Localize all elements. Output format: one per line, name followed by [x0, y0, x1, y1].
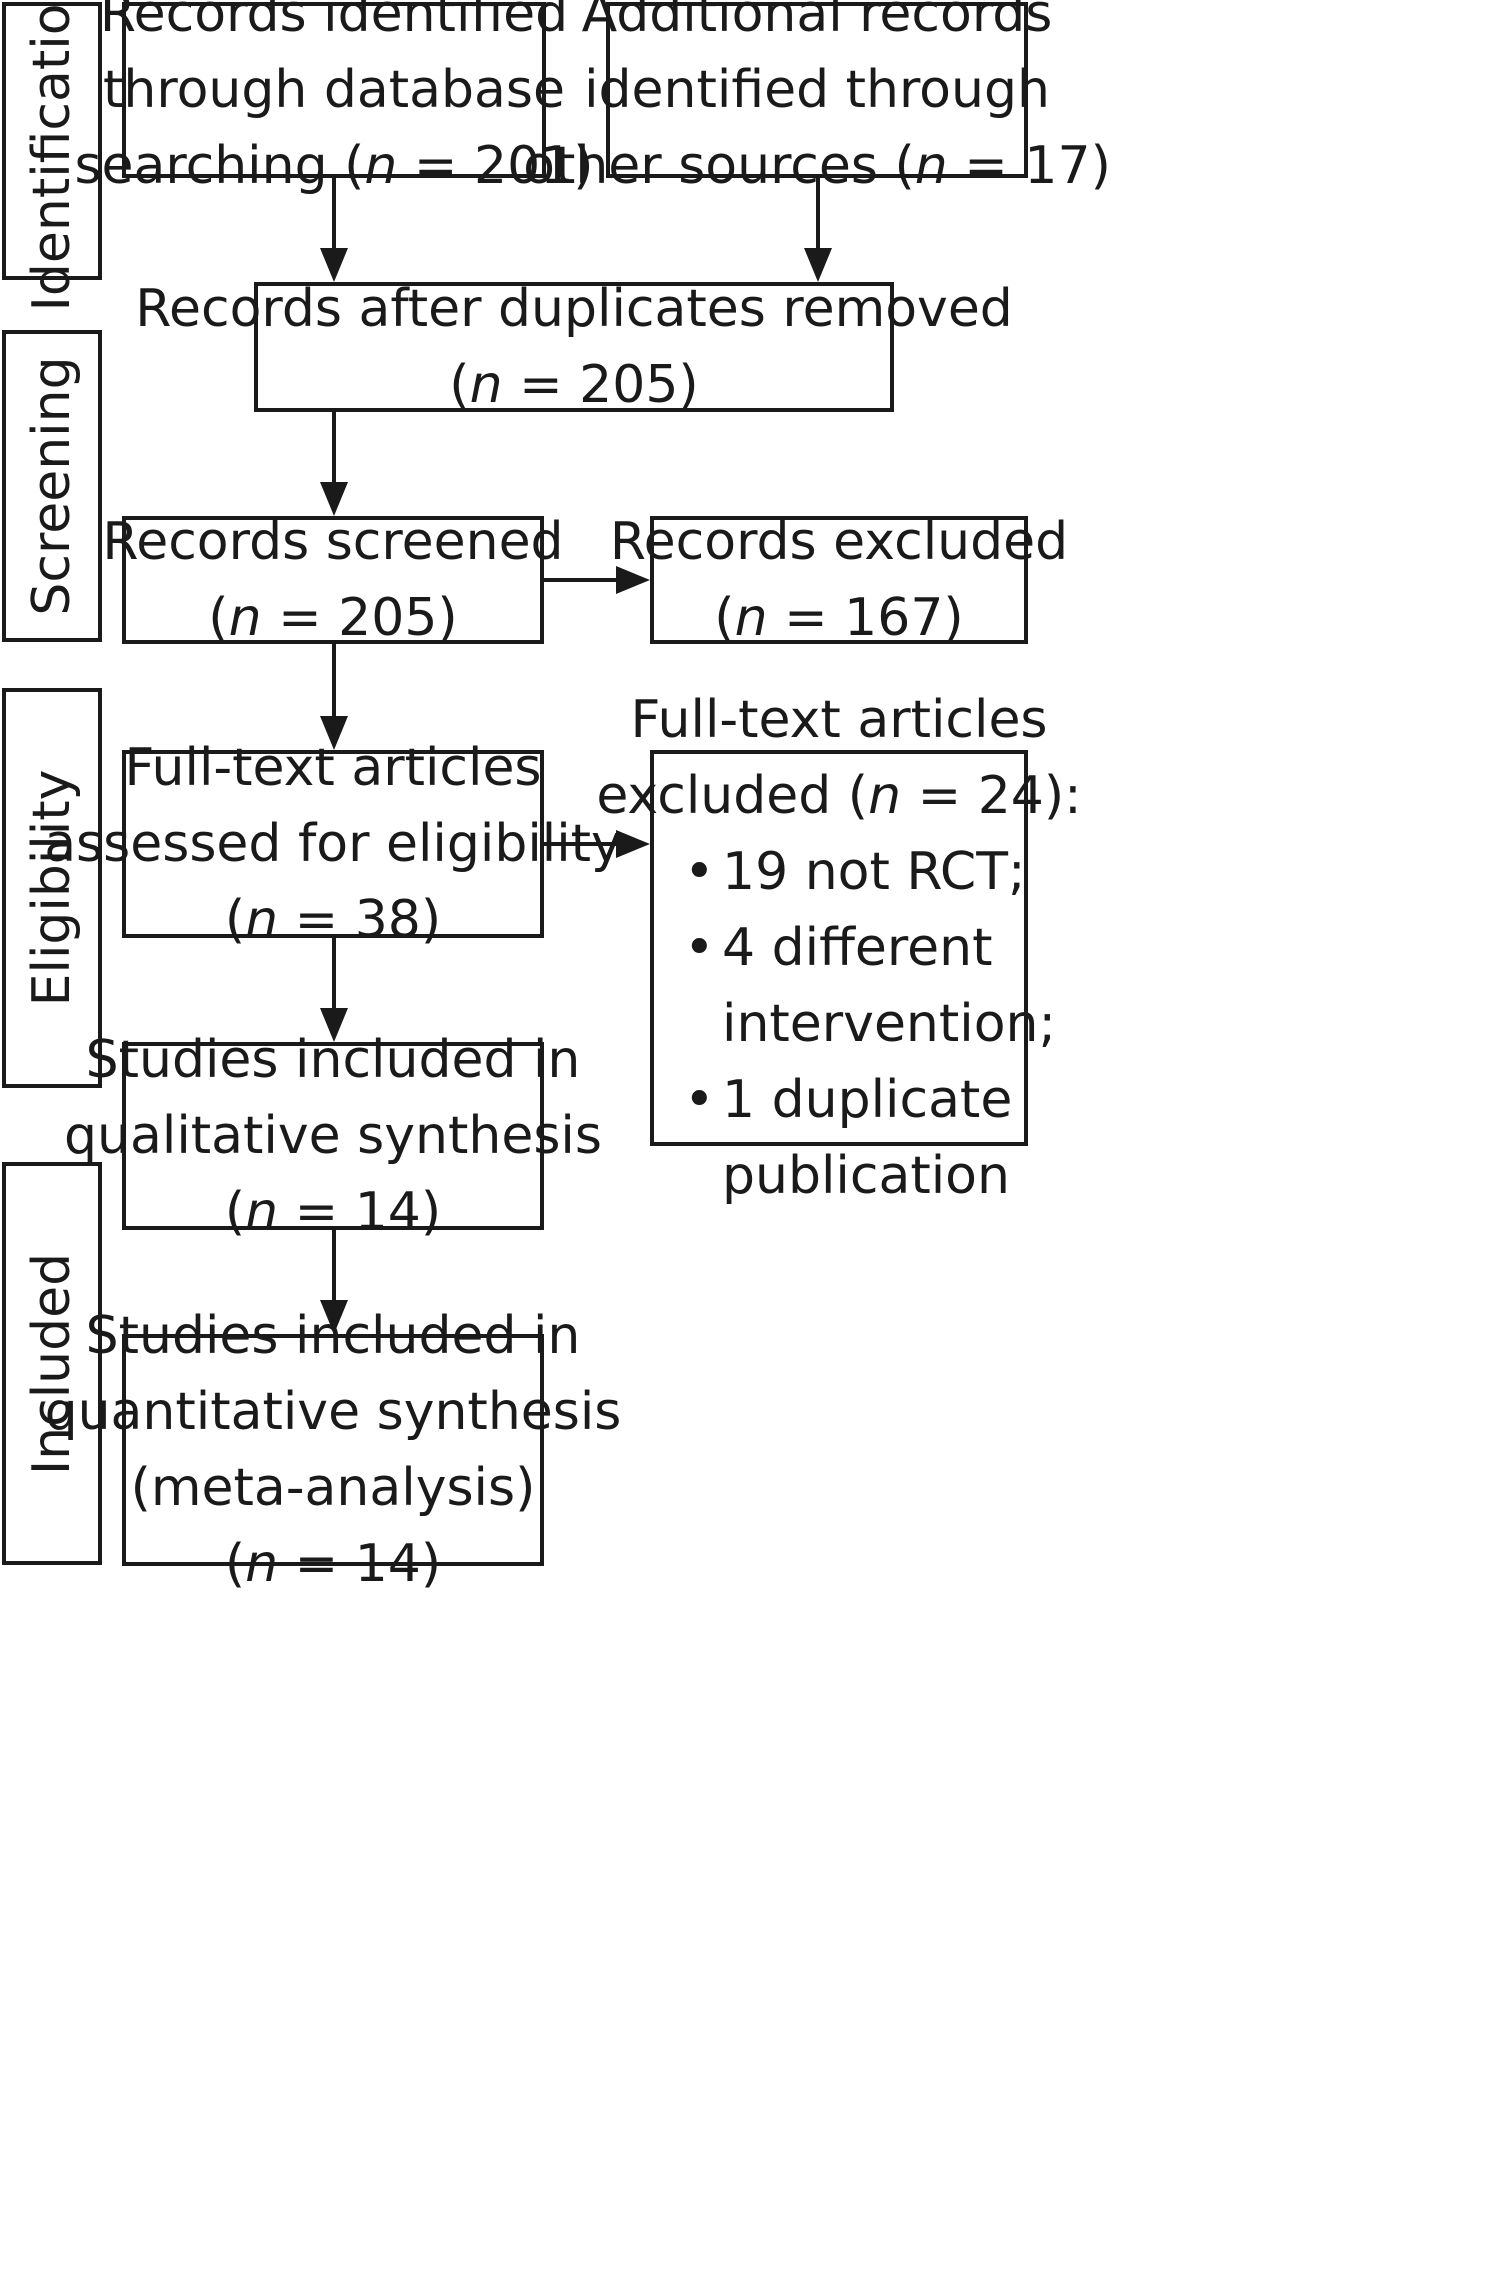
- box-line: (n = 14): [224, 1534, 442, 1594]
- stage-identification: Identification: [2, 0, 102, 311]
- exclusion-reasons-list: • 19 not RCT; • 4 different intervention…: [654, 834, 1056, 1214]
- box-database-search: Records identified through database sear…: [74, 0, 593, 196]
- box-fulltext-excluded: Full-text articles excluded (n = 24): • …: [596, 690, 1081, 1206]
- box-line: identified through: [584, 60, 1050, 120]
- box-line: excluded (n = 24):: [596, 766, 1082, 826]
- box-fulltext-assessed: Full-text articles assessed for eligibil…: [44, 738, 622, 950]
- list-item-text: intervention;: [722, 994, 1057, 1054]
- box-line: Additional records: [581, 0, 1053, 44]
- box-line: through database: [103, 60, 565, 120]
- box-line: Records after duplicates removed: [135, 279, 1013, 339]
- box-line: Records screened: [102, 512, 564, 572]
- bullet-icon: •: [684, 918, 715, 978]
- list-item: • 1 duplicate publication: [684, 1062, 1056, 1214]
- list-item-text: 19 not RCT;: [722, 842, 1026, 902]
- box-line: (n = 167): [714, 588, 964, 648]
- box-quantitative-synthesis: Studies included in quantitative synthes…: [45, 1306, 622, 1594]
- box-records-excluded: Records excluded (n = 167): [610, 512, 1068, 648]
- box-line: Records excluded: [609, 512, 1069, 572]
- arrowhead: [320, 482, 348, 516]
- box-records-screened: Records screened (n = 205): [102, 512, 563, 648]
- box-line: qualitative synthesis: [64, 1106, 602, 1166]
- box-line: (meta-analysis): [130, 1458, 536, 1518]
- box-qualitative-synthesis: Studies included in qualitative synthesi…: [64, 1030, 602, 1242]
- list-item-text: 4 different: [722, 918, 993, 978]
- arrowhead: [320, 1008, 348, 1042]
- arrowhead: [616, 566, 650, 594]
- box-line: searching (n = 201): [74, 136, 594, 196]
- box-line: (n = 38): [224, 890, 442, 950]
- list-item: • 19 not RCT;: [684, 834, 1056, 910]
- box-after-duplicates: Records after duplicates removed (n = 20…: [135, 279, 1013, 415]
- list-item: • 4 different intervention;: [684, 910, 1056, 1062]
- box-line: quantitative synthesis: [44, 1382, 622, 1442]
- box-line: (n = 205): [449, 355, 699, 415]
- box-other-sources: Additional records identified through ot…: [523, 0, 1111, 196]
- arrowhead: [320, 248, 348, 282]
- arrowhead: [320, 1300, 348, 1334]
- box-line: assessed for eligibility: [44, 814, 622, 874]
- box-line: Studies included in: [85, 1030, 581, 1090]
- bullet-icon: •: [684, 1070, 715, 1130]
- arrowhead: [804, 248, 832, 282]
- stage-eligibility: Eligibility: [2, 688, 102, 1088]
- list-item-text: 1 duplicate: [722, 1070, 1013, 1130]
- box-line: (n = 14): [224, 1182, 442, 1242]
- box-line: (n = 205): [208, 588, 458, 648]
- bullet-icon: •: [684, 842, 715, 902]
- box-line: Full-text articles: [124, 738, 542, 798]
- box-line: Full-text articles: [630, 690, 1048, 750]
- stage-screening: Screening: [2, 330, 102, 642]
- arrowhead: [320, 716, 348, 750]
- box-line: Records identified: [99, 0, 569, 44]
- arrowhead: [616, 830, 650, 858]
- box-line: other sources (n = 17): [523, 136, 1111, 196]
- stage-included: Included: [2, 1162, 102, 1565]
- list-item-text: publication: [722, 1146, 1010, 1206]
